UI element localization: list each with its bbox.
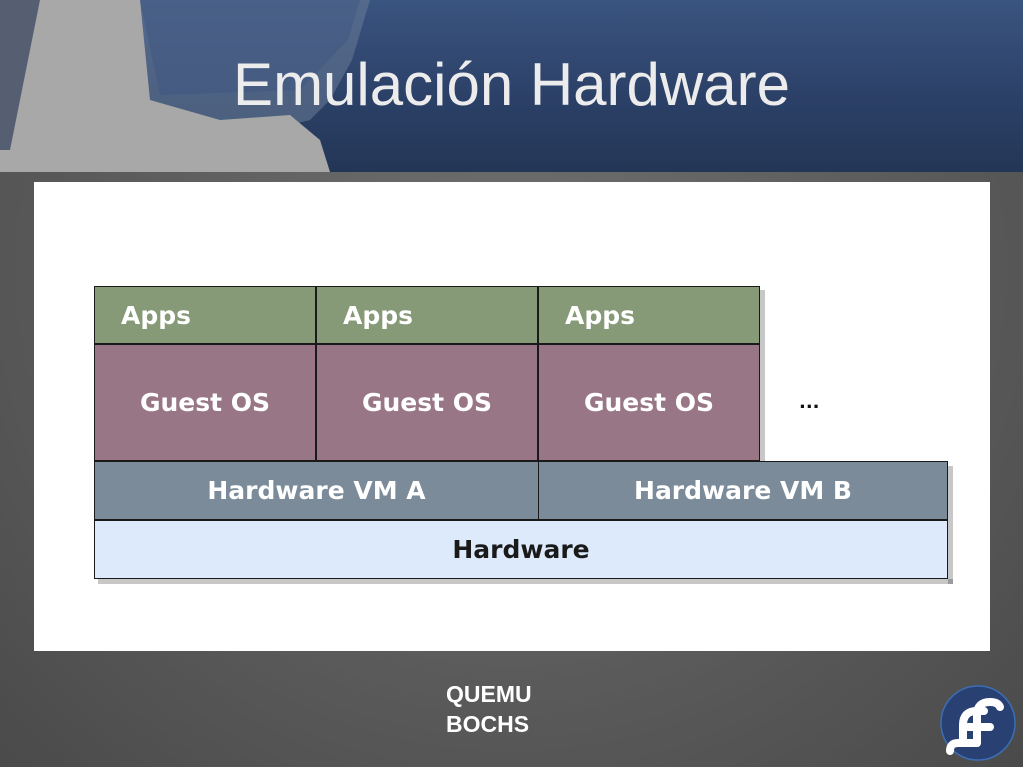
fedora-logo-icon — [940, 685, 1016, 761]
guest-os-cell-2: Guest OS — [316, 344, 538, 461]
guest-os-cell-1: Guest OS — [94, 344, 316, 461]
apps-cell-3: Apps — [538, 286, 760, 344]
slide-header: Emulación Hardware — [0, 0, 1023, 172]
apps-cell-2: Apps — [316, 286, 538, 344]
footer-line-bochs: BOCHS — [446, 711, 530, 737]
diagram-panel: Apps Apps Apps Guest OS Guest OS Guest O… — [34, 182, 990, 651]
diagram-shadow-right — [948, 466, 953, 584]
guest-shadow-right — [760, 290, 765, 461]
hardware-vm-b-cell: Hardware VM B — [538, 461, 948, 520]
hardware-vm-a-cell: Hardware VM A — [94, 461, 539, 520]
footer-text: QUEMU BOCHS — [446, 679, 532, 739]
more-vms-ellipsis: ... — [799, 392, 820, 413]
slide-title: Emulación Hardware — [233, 51, 790, 118]
header-swoosh-decoration — [0, 0, 370, 172]
guest-os-cell-3: Guest OS — [538, 344, 760, 461]
hardware-cell: Hardware — [94, 520, 948, 579]
footer-line-quemu: QUEMU — [446, 681, 532, 707]
apps-cell-1: Apps — [94, 286, 316, 344]
diagram-shadow-bottom — [98, 579, 953, 584]
